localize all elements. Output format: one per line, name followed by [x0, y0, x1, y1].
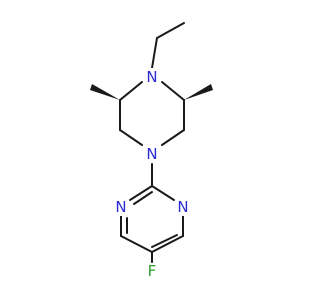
atom-bg: [144, 68, 160, 86]
atom-bg: [175, 198, 191, 216]
bond-c3-n4: [119, 129, 143, 146]
atom-label-nitrogen: N: [146, 68, 157, 86]
atom-label-nitrogen: N: [177, 198, 188, 216]
bond-c2-n1-pyr-outer: [129, 185, 153, 201]
bond-ethyl-ch3-ch2: [156, 22, 185, 39]
bond-c6-c5: [120, 235, 153, 253]
bond-c4-c5-inner: [151, 234, 178, 248]
bond-c2-n3-pyr: [151, 185, 175, 201]
bond-c2-n1-pyr-inner: [133, 191, 153, 205]
atom-label-nitrogen: N: [115, 198, 126, 216]
wedge-bond-left-methyl: [90, 84, 120, 100]
atom-bg: [145, 263, 159, 281]
bond-n1-c6: [161, 81, 185, 101]
molecule-structure: N N N N F: [90, 22, 213, 281]
bond-ethyl-ch2-n: [151, 37, 158, 69]
bond-c4-c5-outer: [151, 235, 184, 253]
atom-bg: [144, 145, 160, 163]
atom-label-fluorine: F: [148, 262, 157, 280]
wedge-bond-right-methyl: [184, 84, 213, 100]
bond-c5-n4: [161, 129, 185, 146]
atom-label-nitrogen: N: [146, 145, 157, 163]
bond-n1-c2: [119, 81, 143, 101]
atom-bg: [113, 198, 129, 216]
